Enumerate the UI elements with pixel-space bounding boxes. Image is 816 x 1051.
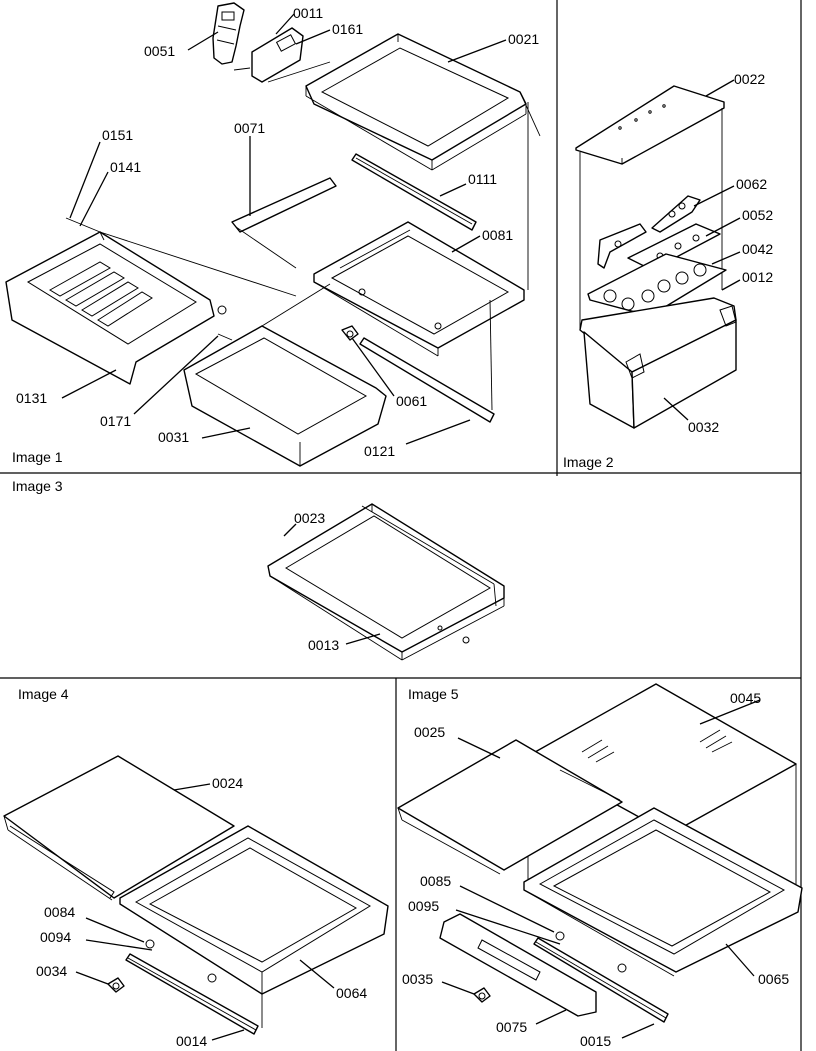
- callout-0015: 0015: [580, 1033, 611, 1049]
- callout-0025: 0025: [414, 724, 445, 740]
- callout-0021: 0021: [508, 31, 539, 47]
- callout-0013: 0013: [308, 637, 339, 653]
- callout-0024: 0024: [212, 775, 243, 791]
- callout-0052: 0052: [742, 207, 773, 223]
- shelf-frame-0081-drawing: [313, 221, 525, 357]
- glass-shelf-0025-drawing: [397, 739, 623, 875]
- callout-0012: 0012: [742, 269, 773, 285]
- callout-0081: 0081: [482, 227, 513, 243]
- callout-0062: 0062: [736, 176, 767, 192]
- panel-title-image-3: Image 3: [12, 478, 63, 494]
- callout-0095: 0095: [408, 898, 439, 914]
- callout-0141: 0141: [110, 159, 141, 175]
- callout-0051: 0051: [144, 43, 175, 59]
- rail-0014-drawing: [125, 953, 263, 1035]
- callout-0022: 0022: [734, 71, 765, 87]
- image-5-leaders: [441, 699, 761, 1039]
- door-shelf-assembly-drawing: [575, 85, 737, 429]
- callout-0085: 0085: [420, 873, 451, 889]
- bracket-0061-drawing: [341, 325, 359, 341]
- bracket-0035-drawing: [473, 987, 491, 1003]
- glass-panel-0071-drawing: [231, 177, 337, 269]
- panel-title-image-2: Image 2: [563, 454, 614, 470]
- callout-0064: 0064: [336, 985, 367, 1001]
- callout-0111: 0111: [468, 171, 497, 187]
- callout-0061: 0061: [396, 393, 427, 409]
- image-4-leaders: [75, 783, 335, 1041]
- panel-title-image-1: Image 1: [12, 449, 63, 465]
- callout-0131: 0131: [16, 390, 47, 406]
- image-1-leaders: [61, 13, 507, 445]
- callout-0161: 0161: [332, 21, 363, 37]
- callout-0151: 0151: [102, 127, 133, 143]
- shelf-0013-drawing: [267, 503, 505, 661]
- callout-0121: 0121: [364, 443, 395, 459]
- shelf-0021-drawing: [305, 33, 541, 290]
- callout-0034: 0034: [36, 963, 67, 979]
- callout-0023: 0023: [294, 510, 325, 526]
- rail-0111-drawing: [351, 153, 477, 231]
- image-2-leaders: [663, 79, 741, 421]
- callout-0014: 0014: [176, 1033, 207, 1049]
- shelf-frame-0064-drawing: [119, 825, 389, 995]
- callout-0171: 0171: [100, 413, 131, 429]
- shelf-frame-0065-drawing: [523, 807, 803, 977]
- callout-0084: 0084: [44, 904, 75, 920]
- callout-0035: 0035: [402, 971, 433, 987]
- front-trim-0075-drawing: [439, 913, 597, 1017]
- callout-0065: 0065: [758, 971, 789, 987]
- callout-0031: 0031: [158, 429, 189, 445]
- callout-0011: 0011: [293, 5, 323, 21]
- rail-0015-drawing: [533, 937, 669, 1023]
- callout-0075: 0075: [496, 1019, 527, 1035]
- glass-shelf-0024-drawing: [3, 755, 235, 901]
- drawer-0031-drawing: [183, 283, 387, 467]
- panel-title-image-5: Image 5: [408, 686, 459, 702]
- callout-0094: 0094: [40, 929, 71, 945]
- control-bracket-drawing: [233, 27, 331, 83]
- image-3-leaders: [283, 523, 381, 645]
- callout-0071: 0071: [234, 120, 265, 136]
- callout-0032: 0032: [688, 419, 719, 435]
- callout-0045: 0045: [730, 690, 761, 706]
- crisper-cover-0045-drawing: [527, 683, 797, 960]
- callout-0042: 0042: [742, 241, 773, 257]
- control-module-drawing: [212, 2, 245, 65]
- crisper-drawer-0131-drawing: [5, 217, 297, 385]
- panel-title-image-4: Image 4: [18, 686, 69, 702]
- bracket-0034-drawing: [107, 977, 125, 993]
- rail-0121-drawing: [359, 299, 495, 423]
